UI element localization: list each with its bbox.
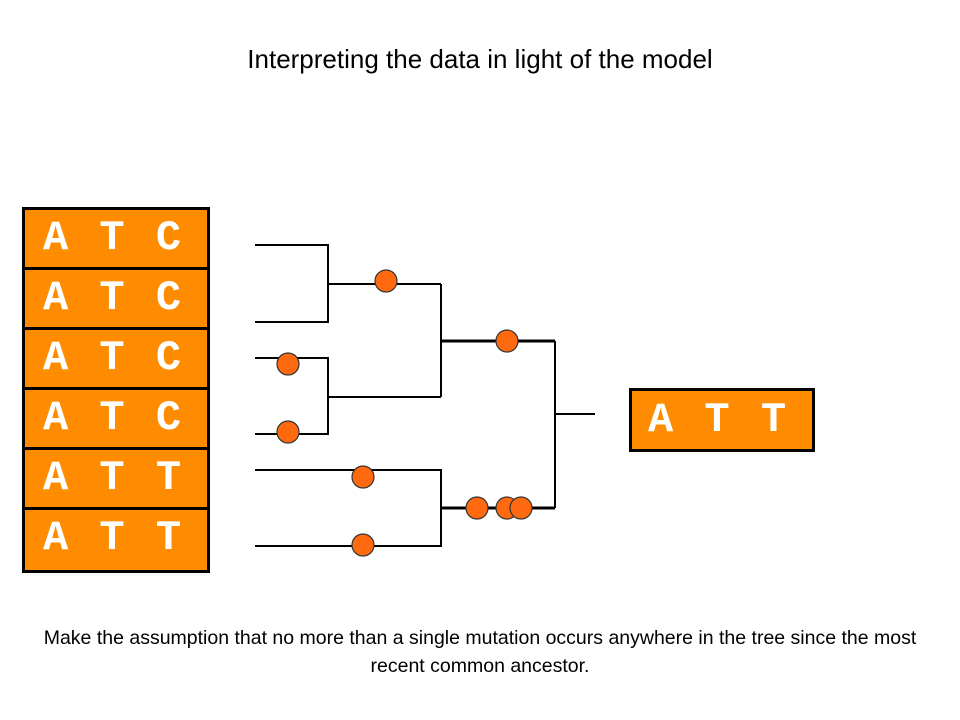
mutation-dot [276,420,300,444]
tree-branch-leaf-3 [255,469,442,547]
sequence-box-4: A T C [25,390,207,450]
ancestor-sequence-box: A T T [629,388,815,452]
sequence-box-3: A T C [25,330,207,390]
mutation-dot [495,329,519,353]
mutation-dot [509,496,533,520]
sequence-box-5: A T T [25,450,207,510]
sequence-stack: A T C A T C A T C A T C A T T A T T [22,207,210,573]
tree-branch-leaf-1 [255,244,329,323]
slide-title: Interpreting the data in light of the mo… [247,44,713,74]
mutation-dot [276,352,300,376]
mutation-dot [351,533,375,557]
mutation-dot [351,465,375,489]
mutation-dot [374,269,398,293]
sequence-box-2: A T C [25,270,207,330]
slide-caption: Make the assumption that no more than a … [43,627,917,677]
sequence-box-1: A T C [25,210,207,270]
sequence-box-6: A T T [25,510,207,570]
mutation-dot [465,496,489,520]
